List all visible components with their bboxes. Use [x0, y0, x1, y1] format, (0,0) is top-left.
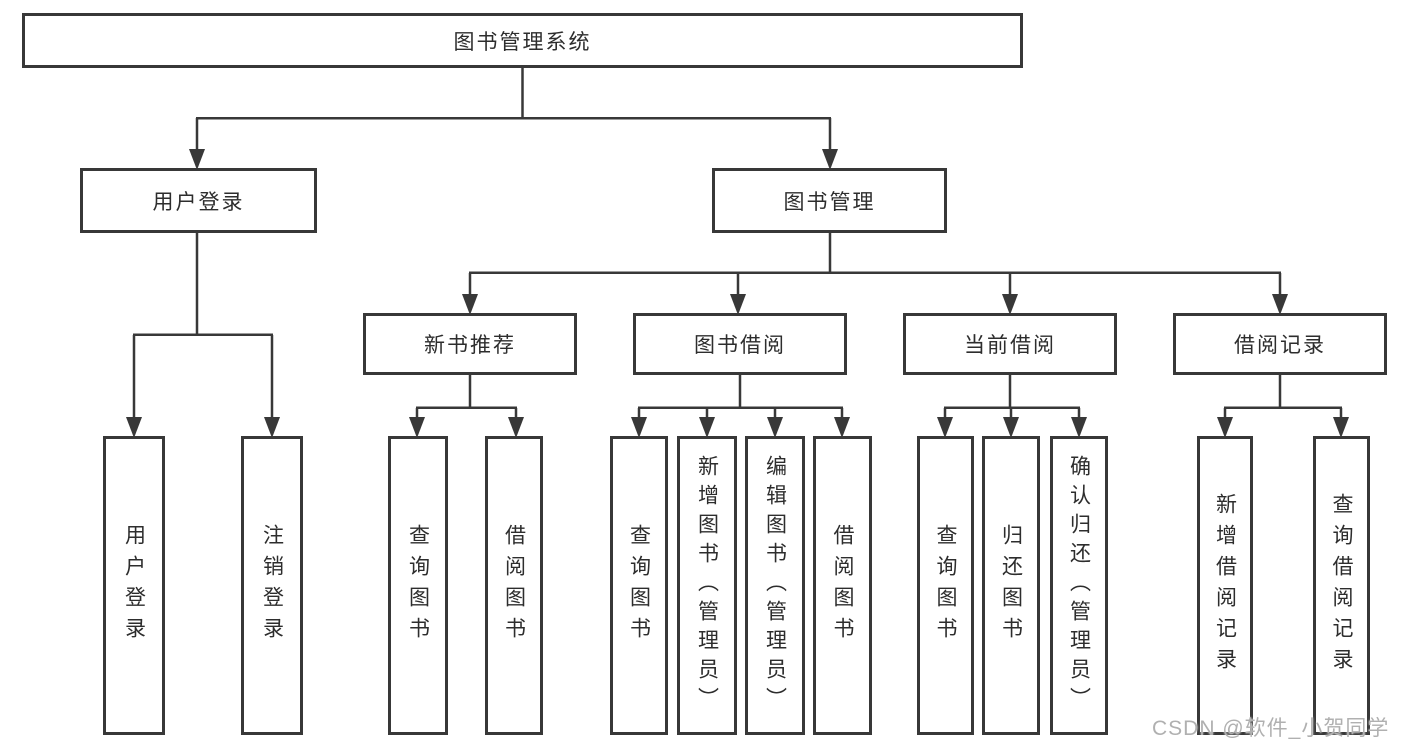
leaf-add-books-admin: 新增图书（管理员）: [677, 436, 737, 735]
leaf-borrow-books: 借阅图书: [813, 436, 872, 735]
node-borrowing-records: 借阅记录: [1173, 313, 1387, 375]
connector-arrowheads: [126, 149, 1349, 438]
leaf-borrow-books-label: 借阅图书: [831, 523, 854, 648]
node-user-login: 用户登录: [80, 168, 317, 233]
leaf-logout-label: 注销登录: [260, 523, 284, 648]
node-new-book-recommendation: 新书推荐: [363, 313, 577, 375]
leaf-query-books-current: 查询图书: [917, 436, 974, 735]
node-new-book-recommendation-label: 新书推荐: [424, 334, 516, 357]
leaf-borrow-books-recommend-label: 借阅图书: [502, 523, 526, 648]
node-book-management: 图书管理: [712, 168, 947, 233]
leaf-confirm-return-admin: 确认归还（管理员）: [1050, 436, 1108, 735]
leaf-user-login-label: 用户登录: [122, 523, 146, 648]
leaf-query-books-borrow-label: 查询图书: [627, 523, 651, 648]
leaf-add-borrow-record-label: 新增借阅记录: [1213, 492, 1237, 679]
leaf-add-borrow-record: 新增借阅记录: [1197, 436, 1253, 735]
node-user-login-label: 用户登录: [152, 190, 245, 214]
leaf-query-books-current-label: 查询图书: [934, 523, 957, 648]
leaf-borrow-books-recommend: 借阅图书: [485, 436, 543, 735]
connector-paths: [132, 68, 1343, 420]
leaf-return-books: 归还图书: [982, 436, 1040, 735]
leaf-confirm-return-admin-label: 确认归还（管理员）: [1067, 455, 1091, 716]
node-root-system-label: 图书管理系统: [453, 30, 592, 54]
node-book-borrowing-label: 图书借阅: [694, 334, 786, 357]
leaf-edit-books-admin: 编辑图书（管理员）: [745, 436, 805, 735]
node-current-borrowing: 当前借阅: [903, 313, 1117, 375]
node-book-management-label: 图书管理: [783, 190, 876, 214]
leaf-add-books-admin-label: 新增图书（管理员）: [695, 455, 719, 716]
leaf-query-borrow-record-label: 查询借阅记录: [1330, 492, 1353, 679]
leaf-query-books-recommend: 查询图书: [388, 436, 448, 735]
csdn-watermark: CSDN @软件_小贺同学: [1152, 717, 1390, 740]
leaf-return-books-label: 归还图书: [999, 523, 1023, 648]
node-borrowing-records-label: 借阅记录: [1234, 334, 1326, 357]
node-current-borrowing-label: 当前借阅: [964, 334, 1056, 357]
leaf-user-login: 用户登录: [103, 436, 165, 735]
leaf-edit-books-admin-label: 编辑图书（管理员）: [763, 455, 787, 716]
leaf-query-books-recommend-label: 查询图书: [406, 523, 430, 648]
node-book-borrowing: 图书借阅: [633, 313, 847, 375]
leaf-logout: 注销登录: [241, 436, 303, 735]
leaf-query-borrow-record: 查询借阅记录: [1313, 436, 1370, 735]
leaf-query-books-borrow: 查询图书: [610, 436, 668, 735]
node-root-system: 图书管理系统: [22, 13, 1023, 68]
